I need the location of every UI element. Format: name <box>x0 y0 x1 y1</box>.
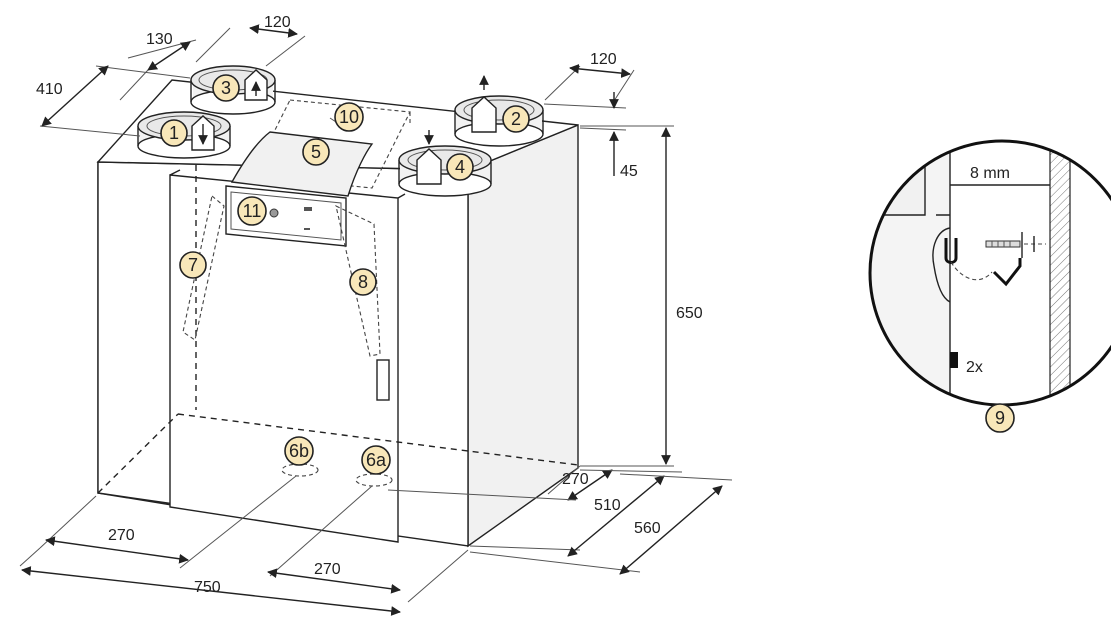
dim-510: 510 <box>594 497 621 514</box>
badge-9: 9 <box>985 403 1015 433</box>
filter-8-outline <box>335 205 381 357</box>
dim-560: 560 <box>634 520 661 537</box>
svg-text:4: 4 <box>455 157 465 177</box>
house-exhaust-icon <box>471 75 497 133</box>
badge-5: 5 <box>302 138 330 166</box>
badge-4: 4 <box>446 153 474 181</box>
badge-11: 11 <box>237 196 267 226</box>
badge-2: 2 <box>502 105 530 133</box>
svg-text:3: 3 <box>221 78 231 98</box>
badge-7: 7 <box>179 251 207 279</box>
dim-45: 45 <box>620 163 638 180</box>
badge-1: 1 <box>160 119 188 147</box>
dim-650: 650 <box>676 305 703 322</box>
filter-7-outline <box>182 194 225 341</box>
svg-text:10: 10 <box>339 107 359 127</box>
dim-270-depth: 270 <box>562 471 589 488</box>
svg-text:6b: 6b <box>289 441 309 461</box>
svg-text:1: 1 <box>169 123 179 143</box>
svg-text:6a: 6a <box>366 450 387 470</box>
duct-4 <box>398 145 492 197</box>
house-intake-icon <box>416 130 442 185</box>
house-up-icon <box>244 69 268 101</box>
svg-text:5: 5 <box>311 142 321 162</box>
badge-8: 8 <box>349 268 377 296</box>
dim-120-right: 120 <box>590 51 617 68</box>
badge-6a: 6a <box>361 445 391 475</box>
detail-count-text: 2x <box>966 359 983 376</box>
detail-gap-text: 8 mm <box>970 165 1010 182</box>
dim-750: 750 <box>194 579 221 596</box>
badge-10: 10 <box>334 102 364 132</box>
dim-270-left: 270 <box>108 527 135 544</box>
svg-text:7: 7 <box>188 255 198 275</box>
dim-410: 410 <box>36 81 63 98</box>
duct-2 <box>454 95 544 147</box>
svg-text:9: 9 <box>995 408 1005 428</box>
dimension-lines <box>19 24 733 616</box>
svg-text:2: 2 <box>511 109 521 129</box>
dim-270-mid: 270 <box>314 561 341 578</box>
dim-120-top: 120 <box>264 14 291 31</box>
svg-text:11: 11 <box>243 201 262 221</box>
dim-130: 130 <box>146 31 173 48</box>
badge-6b: 6b <box>284 436 314 466</box>
house-down-icon <box>191 115 215 151</box>
badge-3: 3 <box>212 74 240 102</box>
svg-text:8: 8 <box>358 272 368 292</box>
